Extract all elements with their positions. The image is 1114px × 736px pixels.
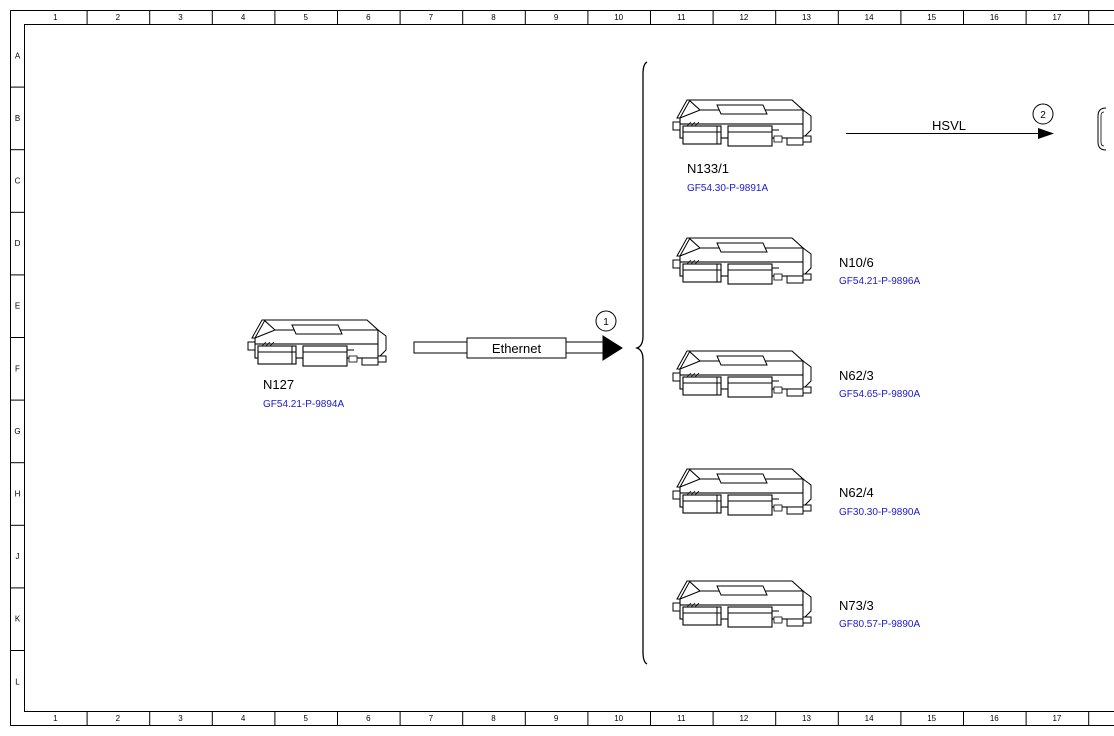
grid-row-label: F <box>15 364 20 373</box>
ecu-reference-link[interactable]: GF54.65-P-9890A <box>839 389 920 400</box>
grid-column-label: 16 <box>990 714 999 723</box>
ecu-n73-3: N73/3 GF80.57-P-9890A <box>672 580 920 630</box>
grid-column-label: 12 <box>739 714 748 723</box>
grid-column-label: 4 <box>241 714 246 723</box>
offpage-component <box>1097 107 1107 151</box>
grid-column-label: 12 <box>739 13 748 22</box>
ecu-reference-link[interactable]: GF54.21-P-9896A <box>839 276 920 287</box>
ecu-name: N73/3 <box>839 598 874 613</box>
grid-column-label: 13 <box>802 13 811 22</box>
ecu-reference-link[interactable]: GF30.30-P-9890A <box>839 507 920 518</box>
grid-row-label: A <box>15 51 21 60</box>
ecu-module-icon <box>672 580 812 628</box>
grid-column-label: 3 <box>178 714 183 723</box>
grid-row-label: L <box>15 677 20 686</box>
ecu-n10-6: N10/6 GF54.21-P-9896A <box>672 237 920 287</box>
node-marker <box>595 310 617 332</box>
node-number: 1 <box>603 317 609 328</box>
group-brace <box>634 61 648 665</box>
ecu-name: N127 <box>263 377 294 392</box>
grid-column-label: 7 <box>429 714 434 723</box>
grid-column-label: 13 <box>802 714 811 723</box>
grid-column-label: 6 <box>366 13 371 22</box>
grid-column-label: 2 <box>116 13 121 22</box>
grid-column-label: 17 <box>1052 714 1061 723</box>
grid-row-labels-left: A B C D E F G H J K L <box>11 51 24 686</box>
grid-row-label: H <box>15 490 21 499</box>
grid-column-label: 10 <box>614 13 623 22</box>
ecu-module-icon <box>672 99 812 147</box>
ecu-name: N133/1 <box>687 161 729 176</box>
ecu-module-icon <box>247 319 387 367</box>
ecu-n62-4: N62/4 GF30.30-P-9890A <box>672 468 920 518</box>
ecu-n62-3: N62/3 GF54.65-P-9890A <box>672 350 920 400</box>
grid-column-label: 6 <box>366 714 371 723</box>
grid-column-label: 11 <box>677 13 686 22</box>
grid-column-label: 2 <box>116 714 121 723</box>
node-number: 2 <box>1040 110 1046 121</box>
grid-column-label: 17 <box>1052 13 1061 22</box>
grid-row-label: C <box>15 177 21 186</box>
grid-column-label: 3 <box>178 13 183 22</box>
ecu-n127: N127 GF54.21-P-9894A <box>247 319 387 410</box>
grid-column-label: 1 <box>53 13 58 22</box>
grid-column-label: 1 <box>53 714 58 723</box>
ecu-module-icon <box>672 468 812 516</box>
ecu-reference-link[interactable]: GF54.30-P-9891A <box>687 183 768 194</box>
grid-column-label: 14 <box>865 714 874 723</box>
grid-row-label: D <box>15 239 21 248</box>
ecu-module-icon <box>672 237 812 285</box>
grid-column-label: 4 <box>241 13 246 22</box>
grid-row-label: J <box>16 552 20 561</box>
grid-row-label: K <box>15 615 21 624</box>
arrow-head-icon <box>1038 128 1054 139</box>
grid-column-label: 9 <box>554 714 559 723</box>
arrow-head-icon <box>602 335 623 361</box>
ecu-reference-link[interactable]: GF54.21-P-9894A <box>263 399 344 410</box>
ethernet-label: Ethernet <box>492 341 542 356</box>
grid-column-label: 11 <box>677 714 686 723</box>
ecu-reference-link[interactable]: GF80.57-P-9890A <box>839 619 920 630</box>
grid-column-label: 5 <box>303 13 308 22</box>
grid-row-label: G <box>14 427 20 436</box>
grid-column-label: 10 <box>614 714 623 723</box>
sheet-frame <box>10 10 1114 726</box>
grid-row-label: E <box>15 302 20 311</box>
grid-column-label: 8 <box>491 714 496 723</box>
grid-column-label: 8 <box>491 13 496 22</box>
ecu-name: N62/4 <box>839 485 874 500</box>
grid-column-label: 5 <box>303 714 308 723</box>
ecu-n133-1: N133/1 GF54.30-P-9891A <box>672 99 812 194</box>
ecu-module-icon <box>672 350 812 398</box>
grid-column-label: 15 <box>927 13 936 22</box>
ecu-name: N10/6 <box>839 255 874 270</box>
hsvl-connection: HSVL 2 <box>846 103 1054 139</box>
ethernet-connection: Ethernet 1 <box>413 310 623 361</box>
grid-row-label: B <box>15 114 20 123</box>
drawing-area-frame <box>24 24 1114 712</box>
grid-column-label: 15 <box>927 714 936 723</box>
grid-column-label: 14 <box>865 13 874 22</box>
ecu-name: N62/3 <box>839 368 874 383</box>
node-marker <box>1032 103 1054 125</box>
grid-column-label: 9 <box>554 13 559 22</box>
hsvl-label: HSVL <box>932 118 966 133</box>
grid-column-label: 16 <box>990 13 999 22</box>
grid-column-label: 7 <box>429 13 434 22</box>
ethernet-label-box <box>466 337 567 359</box>
